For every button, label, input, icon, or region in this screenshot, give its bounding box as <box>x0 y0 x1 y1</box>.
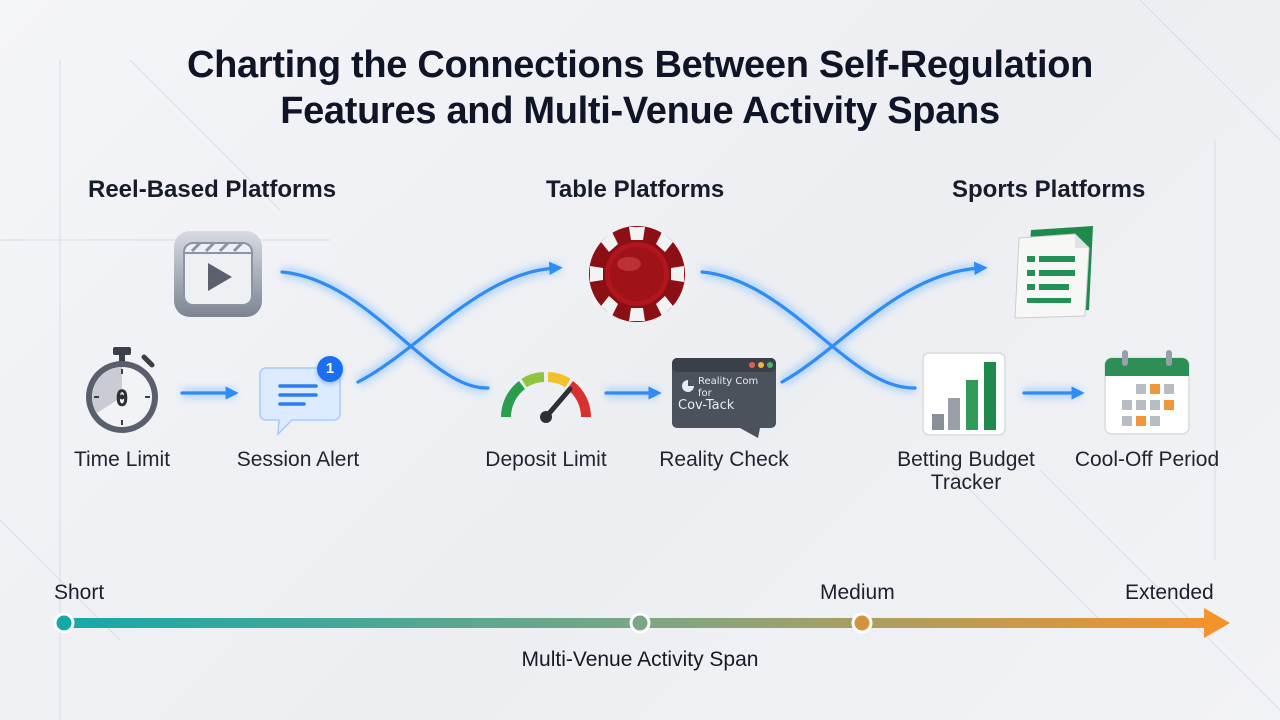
calendar-icon <box>1104 350 1190 435</box>
timeline-axis-title: Multi-Venue Activity Span <box>521 648 759 671</box>
reality-check-screen-line-3: Cov-Tack <box>678 398 735 413</box>
chat-alert-icon <box>259 367 341 436</box>
category-table-platforms: Table Platforms <box>546 176 725 203</box>
label-cool-off-period: Cool-Off Period <box>1074 448 1220 471</box>
reality-check-window-icon <box>672 358 776 438</box>
casino-chip-icon <box>589 226 685 322</box>
category-sports-platforms: Sports Platforms <box>952 176 1146 203</box>
video-play-icon <box>174 231 262 317</box>
timeline-label-medium: Medium <box>820 581 895 604</box>
category-reel-based-platforms: Reel-Based Platforms <box>88 176 337 203</box>
stopwatch-icon: 0 <box>86 347 158 433</box>
label-session-alert: Session Alert <box>236 448 360 471</box>
connector-alert-to-table <box>356 261 563 384</box>
label-time-limit: Time Limit <box>73 448 171 471</box>
timeline-marker-medium <box>851 612 873 634</box>
label-deposit-limit: Deposit Limit <box>485 448 607 471</box>
timeline-label-extended: Extended <box>1125 581 1214 604</box>
timeline-label-short: Short <box>54 581 105 604</box>
bet-slip-icon <box>1014 226 1093 319</box>
bar-chart-icon <box>922 352 1006 436</box>
page-title: Charting the Connections Between Self-Re… <box>0 42 1280 134</box>
activity-span-timeline <box>53 608 1230 638</box>
label-betting-budget-tracker-line-2: Tracker <box>930 471 1002 494</box>
title-line-2: Features and Multi-Venue Activity Spans <box>280 90 1000 132</box>
timeline-marker-mid <box>629 612 651 634</box>
reality-check-screen-text: Reality Com for Cov-Tack <box>678 376 768 412</box>
gauge-icon <box>501 372 591 423</box>
notification-badge: 1 <box>317 356 343 382</box>
reality-check-screen-line-2: for <box>698 388 712 399</box>
label-betting-budget-tracker-line-1: Betting Budget <box>897 448 1035 471</box>
connector-table-to-budget <box>700 270 917 390</box>
reality-check-screen-line-1: Reality Com <box>698 376 759 387</box>
connector-reality-to-sports <box>780 261 988 384</box>
label-betting-budget-tracker: Betting Budget Tracker <box>880 448 1052 494</box>
connector-reel-to-deposit <box>280 270 490 390</box>
label-reality-check: Reality Check <box>659 448 789 471</box>
timeline-marker-short <box>53 612 75 634</box>
title-line-1: Charting the Connections Between Self-Re… <box>186 44 1094 86</box>
